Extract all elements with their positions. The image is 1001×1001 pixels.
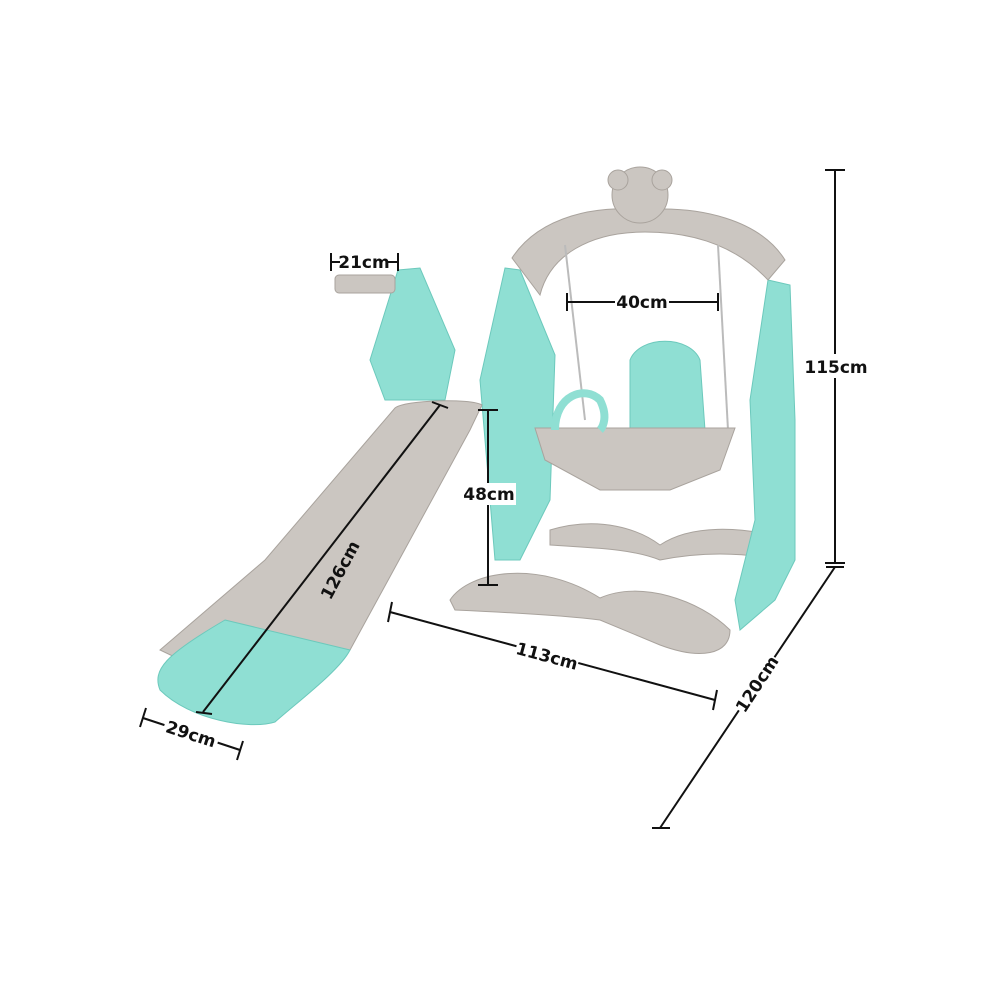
swing-rope	[717, 244, 729, 431]
basket-tower	[334, 267, 456, 401]
front-base	[449, 572, 731, 654]
dim-swing-width: 40cm	[566, 290, 719, 313]
label-slide-height: 48cm	[463, 485, 514, 505]
middle-tower	[479, 267, 556, 561]
dim-total-height: 115cm	[804, 169, 868, 564]
slide-end	[157, 619, 351, 726]
dim-basket-width: 21cm	[330, 250, 399, 273]
label-total-height: 115cm	[804, 358, 867, 378]
basketball-hoop	[334, 274, 396, 294]
swing-seat	[534, 340, 736, 491]
swing-canopy	[511, 166, 786, 297]
dim-slide-height: 48cm	[462, 409, 516, 586]
label-swing-width: 40cm	[616, 293, 667, 313]
label-basket-width: 21cm	[338, 253, 389, 273]
right-tower	[734, 279, 796, 631]
slide	[157, 400, 483, 726]
